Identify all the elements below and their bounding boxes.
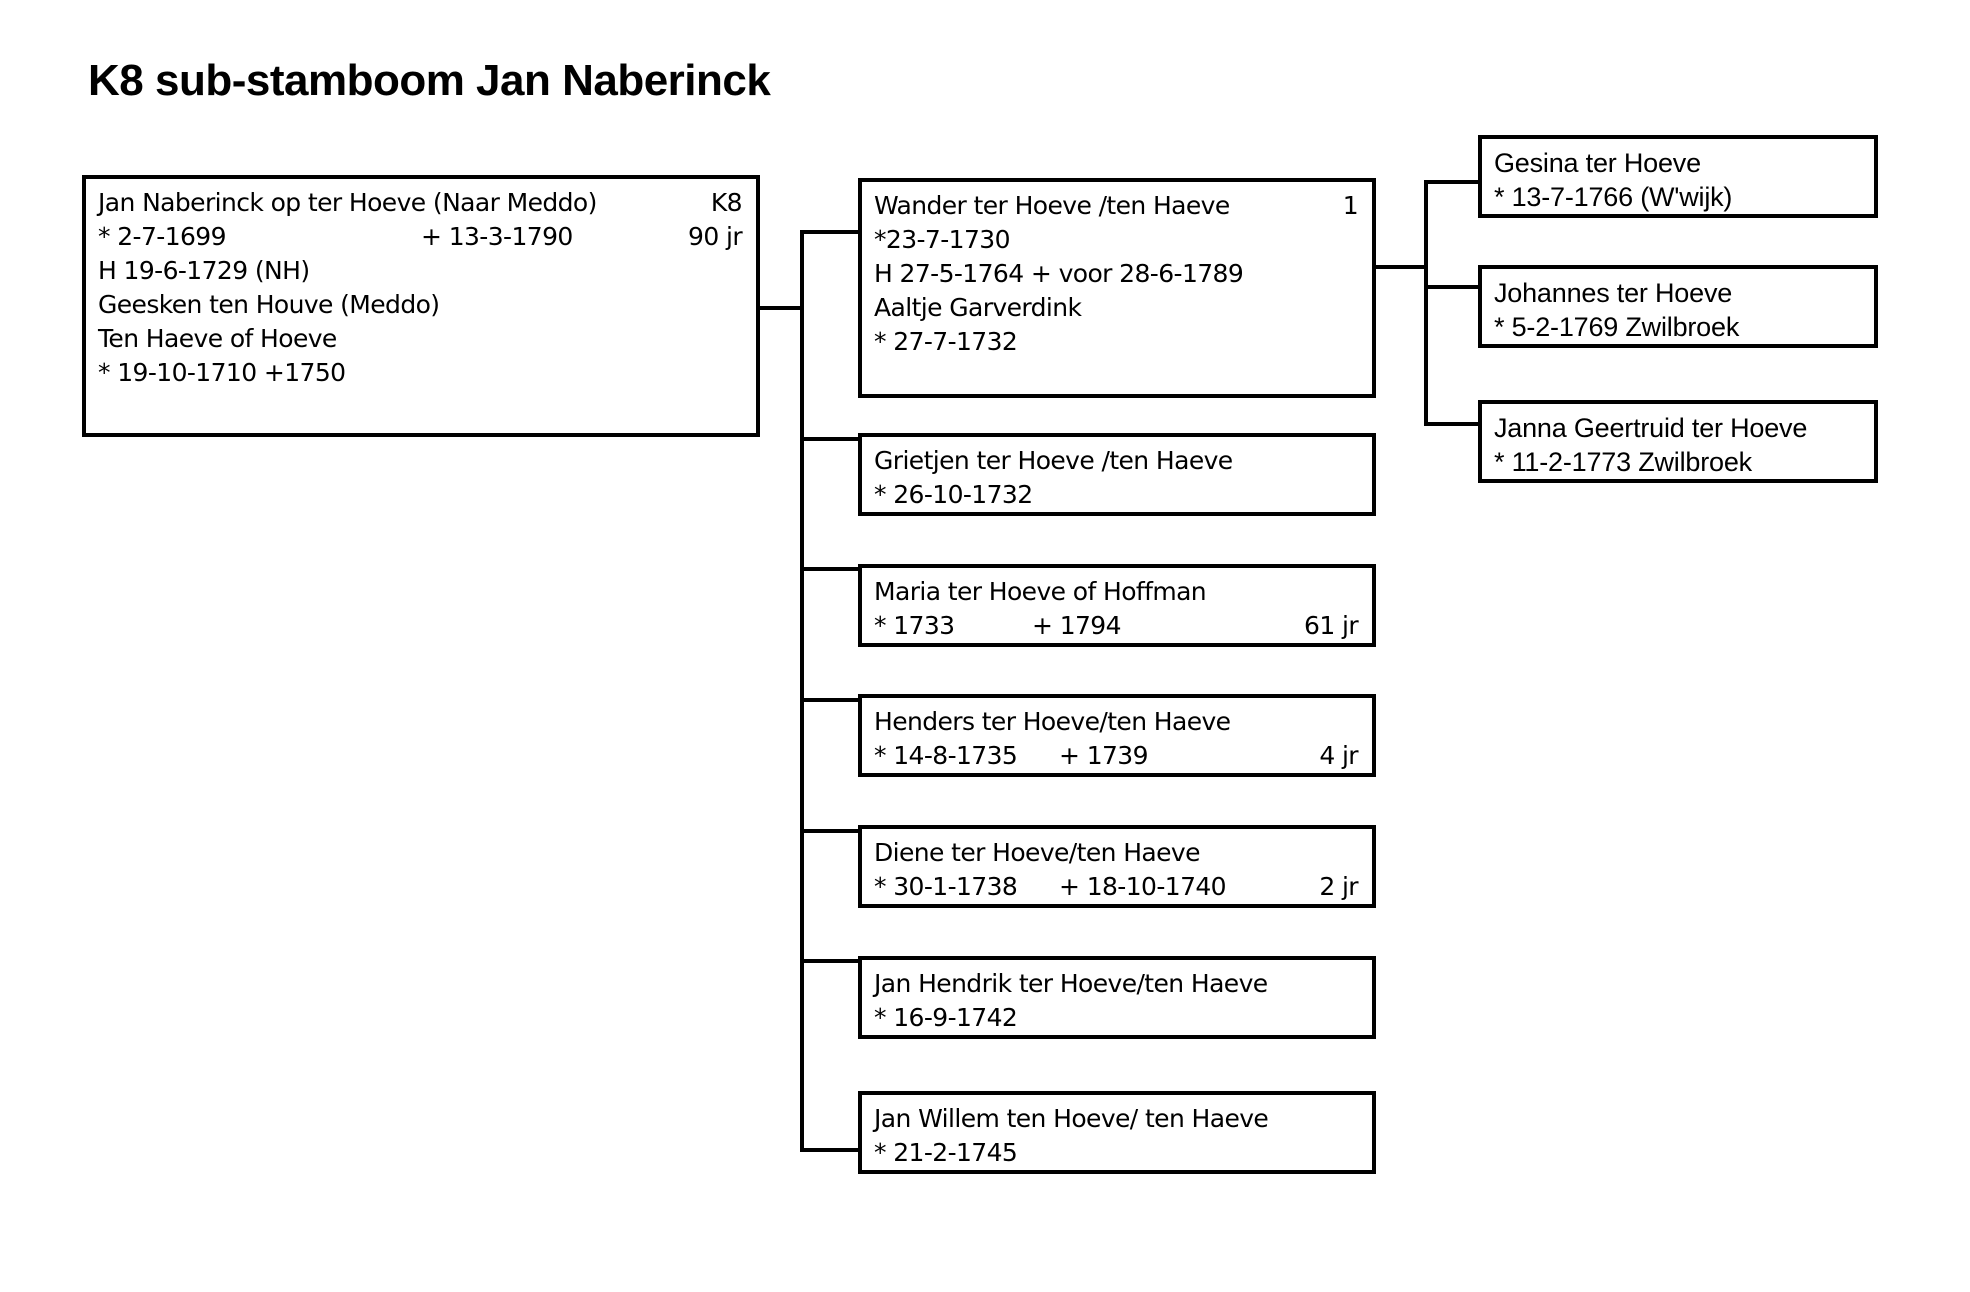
node-child-maria-ter-hoeve[interactable]: Maria ter Hoeve of Hoffman * 1733 + 1794… [858,564,1376,647]
connector-stub-grandchild-3 [1424,422,1482,426]
grandchild3-name: Janna Geertruid ter Hoeve [1494,413,1808,443]
grandchild3-birth-row: * 11-2-1773 Zwilbroek [1494,445,1874,479]
child6-name: Jan Hendrik ter Hoeve/ten Haeve [874,969,1268,998]
grandchild1-name: Gesina ter Hoeve [1494,148,1701,178]
node-child-jan-hendrik-ter-hoeve[interactable]: Jan Hendrik ter Hoeve/ten Haeve * 16-9-1… [858,956,1376,1039]
node-child-wander-ter-hoeve[interactable]: Wander ter Hoeve /ten Haeve 1 *23-7-1730… [858,178,1376,398]
child5-dates-row: * 30-1-1738 + 18-10-1740 2 jr [874,870,1372,904]
connector-stub-child-1 [800,230,862,234]
child4-birth: * 14-8-1735 [874,741,1018,770]
child7-name-row: Jan Willem ten Hoeve/ ten Haeve [874,1102,1372,1136]
node-child-henders-ter-hoeve[interactable]: Henders ter Hoeve/ten Haeve * 14-8-1735 … [858,694,1376,777]
root-name-row: Jan Naberinck op ter Hoeve (Naar Meddo) … [98,186,756,220]
node-root-jan-naberinck[interactable]: Jan Naberinck op ter Hoeve (Naar Meddo) … [82,175,760,437]
child1-number: 1 [1342,191,1359,220]
child3-age: 61 jr [1304,611,1359,640]
root-marriage-row: H 19-6-1729 (NH) [98,254,756,288]
child5-birth: * 30-1-1738 [874,872,1018,901]
connector-stub-child-2 [800,437,862,441]
grandchild2-birth-row: * 5-2-1769 Zwilbroek [1494,310,1874,344]
node-grandchild-gesina-ter-hoeve[interactable]: Gesina ter Hoeve * 13-7-1766 (W'wijk) [1478,135,1878,218]
child4-death: + 1739 [1059,741,1149,770]
child2-birth-row: * 26-10-1732 [874,478,1372,512]
root-spouse-alias-row: Ten Haeve of Hoeve [98,322,756,356]
connector-stub-child-4 [800,698,862,702]
child2-birth: * 26-10-1732 [874,480,1033,509]
child6-birth: * 16-9-1742 [874,1003,1018,1032]
child6-birth-row: * 16-9-1742 [874,1001,1372,1035]
child1-spouse-birth: * 27-7-1732 [874,327,1018,356]
child1-birth-row: *23-7-1730 [874,223,1372,257]
child2-name-row: Grietjen ter Hoeve /ten Haeve [874,444,1372,478]
root-spouse-name: Geesken ten Houve (Meddo) [98,290,440,319]
root-code: K8 [710,188,743,217]
root-marriage: H 19-6-1729 (NH) [98,256,310,285]
connector-children-trunk [800,230,804,1152]
child5-name-row: Diene ter Hoeve/ten Haeve [874,836,1372,870]
connector-stub-child-5 [800,829,862,833]
grandchild2-birth: * 5-2-1769 Zwilbroek [1494,312,1740,342]
child6-name-row: Jan Hendrik ter Hoeve/ten Haeve [874,967,1372,1001]
grandchild1-birth-row: * 13-7-1766 (W'wijk) [1494,180,1874,214]
root-name: Jan Naberinck op ter Hoeve (Naar Meddo) [98,188,597,217]
root-spouse-row: Geesken ten Houve (Meddo) [98,288,756,322]
child1-name: Wander ter Hoeve /ten Haeve [874,191,1230,220]
child4-dates-row: * 14-8-1735 + 1739 4 jr [874,739,1372,773]
child2-name: Grietjen ter Hoeve /ten Haeve [874,446,1233,475]
root-death: + 13-3-1790 [421,222,573,251]
child1-birth: *23-7-1730 [874,225,1010,254]
child3-name-row: Maria ter Hoeve of Hoffman [874,575,1372,609]
node-grandchild-johannes-ter-hoeve[interactable]: Johannes ter Hoeve * 5-2-1769 Zwilbroek [1478,265,1878,348]
root-age: 90 jr [688,222,743,251]
child3-name: Maria ter Hoeve of Hoffman [874,577,1207,606]
connector-stub-grandchild-2 [1424,285,1482,289]
root-birth: * 2-7-1699 [98,222,227,251]
node-child-jan-willem-ten-hoeve[interactable]: Jan Willem ten Hoeve/ ten Haeve * 21-2-1… [858,1091,1376,1174]
root-dates-row: * 2-7-1699 + 13-3-1790 90 jr [98,220,756,254]
grandchild1-name-row: Gesina ter Hoeve [1494,146,1874,180]
child4-name-row: Henders ter Hoeve/ten Haeve [874,705,1372,739]
child3-birth: * 1733 [874,611,955,640]
connector-stub-grandchild-1 [1424,180,1482,184]
connector-stub-child-3 [800,567,862,571]
child4-name: Henders ter Hoeve/ten Haeve [874,707,1231,736]
grandchild2-name: Johannes ter Hoeve [1494,278,1733,308]
connector-root-to-trunk [760,306,804,310]
root-spouse-dates-row: * 19-10-1710 +1750 [98,356,756,390]
node-child-diene-ter-hoeve[interactable]: Diene ter Hoeve/ten Haeve * 30-1-1738 + … [858,825,1376,908]
connector-wander-to-trunk [1376,265,1428,269]
node-grandchild-janna-geertruid-ter-hoeve[interactable]: Janna Geertruid ter Hoeve * 11-2-1773 Zw… [1478,400,1878,483]
child5-age: 2 jr [1319,872,1358,901]
child4-age: 4 jr [1319,741,1358,770]
child1-name-row: Wander ter Hoeve /ten Haeve 1 [874,189,1372,223]
child7-birth: * 21-2-1745 [874,1138,1018,1167]
grandchild2-name-row: Johannes ter Hoeve [1494,276,1874,310]
root-spouse-alias: Ten Haeve of Hoeve [98,324,337,353]
node-child-grietjen-ter-hoeve[interactable]: Grietjen ter Hoeve /ten Haeve * 26-10-17… [858,433,1376,516]
child7-name: Jan Willem ten Hoeve/ ten Haeve [874,1104,1269,1133]
child3-death: + 1794 [1032,611,1122,640]
child1-marriage-row: H 27-5-1764 + voor 28-6-1789 [874,257,1372,291]
child7-birth-row: * 21-2-1745 [874,1136,1372,1170]
child5-name: Diene ter Hoeve/ten Haeve [874,838,1200,867]
child3-dates-row: * 1733 + 1794 61 jr [874,609,1372,643]
child5-death: + 18-10-1740 [1059,872,1227,901]
connector-stub-child-7 [800,1148,862,1152]
child1-spouse: Aaltje Garverdink [874,293,1082,322]
child1-spouse-birth-row: * 27-7-1732 [874,325,1372,359]
connector-grandchildren-trunk [1424,180,1428,426]
grandchild3-birth: * 11-2-1773 Zwilbroek [1494,447,1752,477]
grandchild3-name-row: Janna Geertruid ter Hoeve [1494,411,1874,445]
page-title: K8 sub-stamboom Jan Naberinck [88,56,771,105]
child1-spouse-row: Aaltje Garverdink [874,291,1372,325]
connector-stub-child-6 [800,959,862,963]
root-spouse-dates: * 19-10-1710 +1750 [98,358,346,387]
grandchild1-birth: * 13-7-1766 (W'wijk) [1494,182,1733,212]
child1-marriage: H 27-5-1764 + voor 28-6-1789 [874,259,1244,288]
